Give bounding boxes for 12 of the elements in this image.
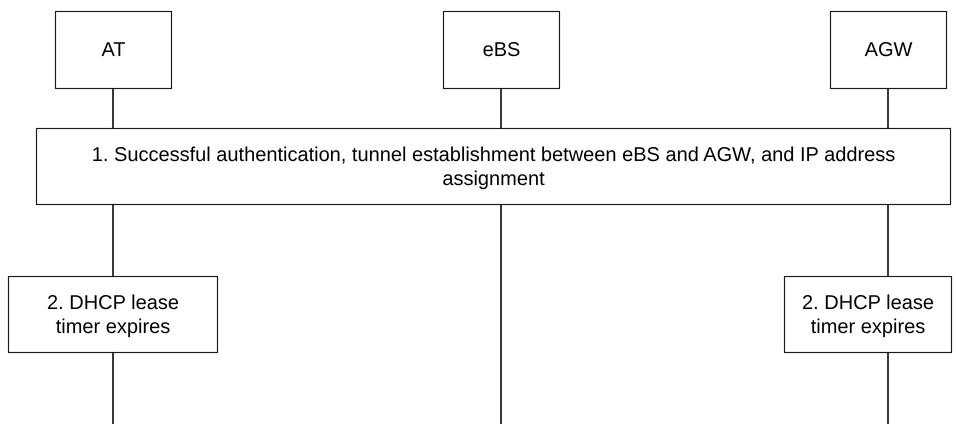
step-text: AT	[101, 38, 126, 62]
step-text: 2. DHCP lease timer expires	[801, 290, 935, 338]
process-box	[8, 276, 218, 353]
step-text: 2. DHCP lease timer expires	[46, 290, 180, 338]
participant-box	[830, 11, 947, 89]
step-text: eBS	[482, 38, 520, 62]
process-box	[784, 276, 952, 353]
step-text: AGW	[864, 38, 912, 62]
process-box	[36, 128, 951, 205]
step-text: 1. Successful authentication, tunnel establishment between eBS and AGW, and IP address assignment	[90, 142, 896, 190]
participant-box	[55, 11, 172, 89]
participant-box	[443, 11, 560, 89]
